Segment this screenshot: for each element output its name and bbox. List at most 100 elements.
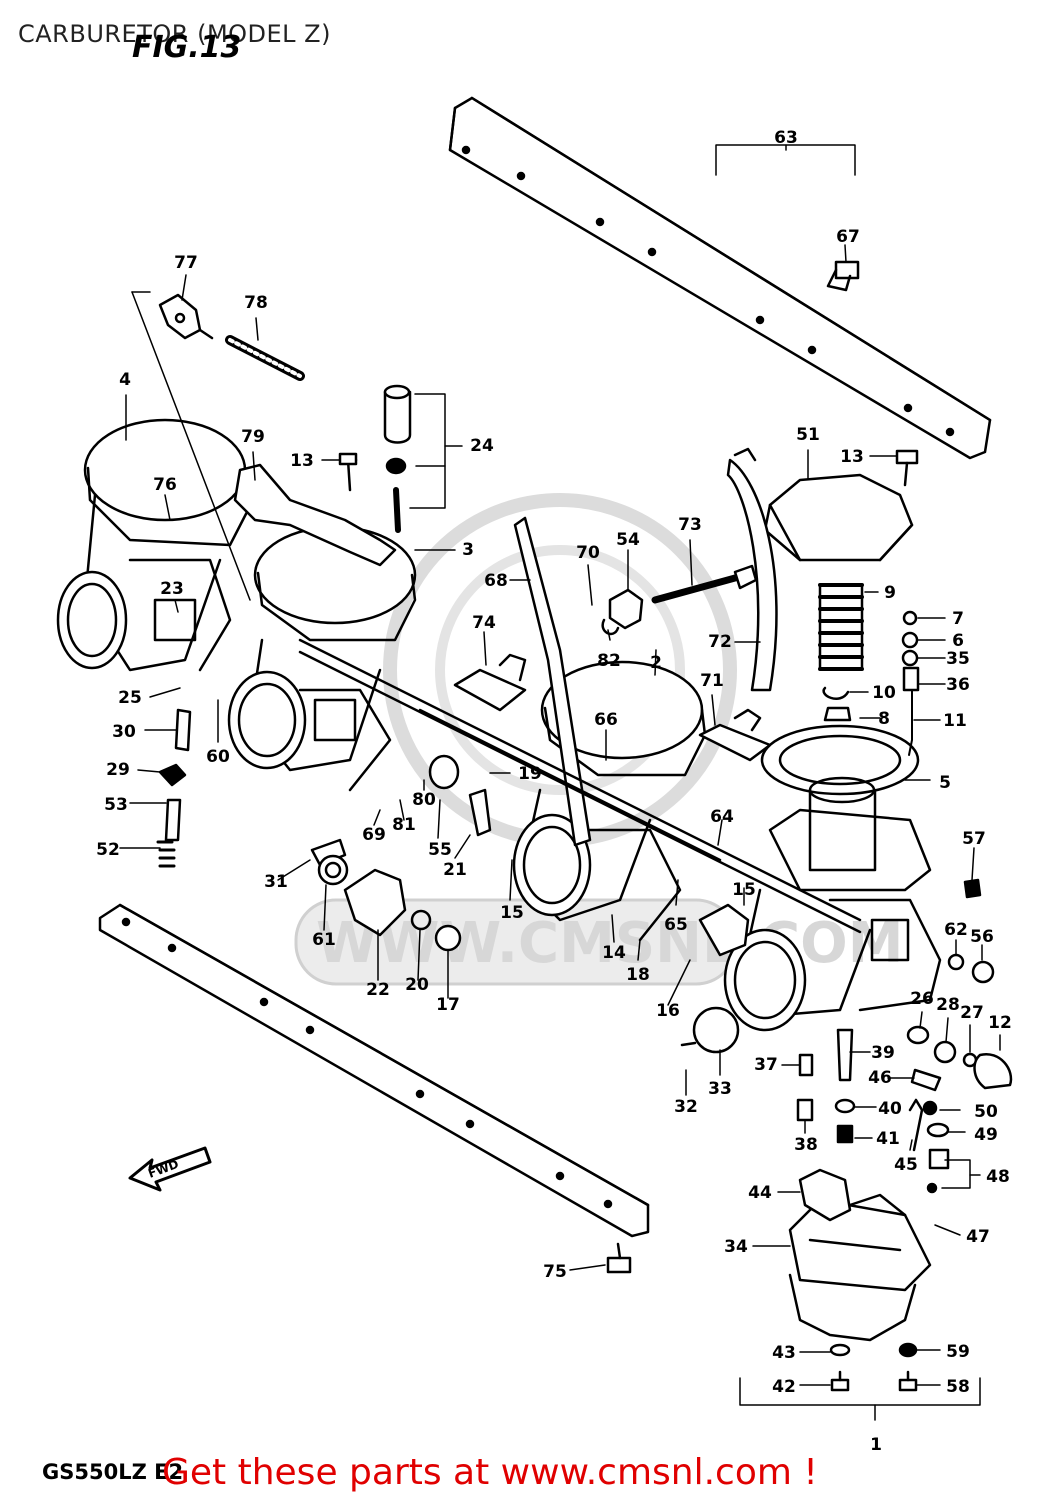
callout-74: 74 (472, 613, 496, 633)
callout-32: 32 (674, 1097, 698, 1117)
callout-50: 50 (974, 1102, 998, 1122)
callout-18: 18 (626, 965, 650, 985)
watermark: WWW.CMSNL.COM (294, 493, 903, 986)
callout-46: 46 (868, 1068, 892, 1088)
callout-43: 43 (772, 1343, 796, 1363)
screw-13a (338, 452, 358, 492)
callout-59: 59 (946, 1342, 970, 1362)
callout-77: 77 (174, 253, 198, 273)
callout-64: 64 (710, 807, 734, 827)
callout-9: 9 (884, 583, 896, 603)
callout-15b: 15 (732, 880, 756, 900)
callout-25: 25 (118, 688, 142, 708)
small-parts-left (156, 708, 192, 868)
callout-73: 73 (678, 515, 702, 535)
carburetor-2 (512, 660, 707, 942)
callout-7: 7 (952, 609, 964, 629)
callout-12: 12 (988, 1013, 1012, 1033)
callout-68: 68 (484, 571, 508, 591)
callout-labels: 6367777842479135113763735470689237746722… (96, 128, 1012, 1455)
callout-31: 31 (264, 872, 288, 892)
spring-78 (225, 335, 305, 381)
callout-62: 62 (944, 920, 968, 940)
callout-14: 14 (602, 943, 626, 963)
callout-26: 26 (910, 989, 934, 1009)
callout-15a: 15 (500, 903, 524, 923)
screw-67 (826, 260, 860, 292)
screw-75 (606, 1242, 632, 1274)
callout-16: 16 (656, 1001, 680, 1021)
callout-71: 71 (700, 671, 724, 691)
callout-35: 35 (946, 649, 970, 669)
callout-30: 30 (112, 722, 136, 742)
callout-28: 28 (936, 995, 960, 1015)
callout-51: 51 (796, 425, 820, 445)
callout-8: 8 (878, 709, 890, 729)
callout-57: 57 (962, 829, 986, 849)
callout-22: 22 (366, 980, 390, 1000)
callout-21: 21 (443, 860, 467, 880)
callout-2: 2 (650, 653, 662, 673)
callout-41: 41 (876, 1129, 900, 1149)
callout-39: 39 (871, 1043, 895, 1063)
group-brackets (131, 144, 981, 1421)
promo-link[interactable]: Get these parts at www.cmsnl.com ! (162, 1452, 818, 1493)
fitting-54 (601, 588, 644, 636)
top-cap-51 (763, 473, 914, 562)
parts-drawing: FWD (56, 96, 1013, 1421)
callout-78: 78 (244, 293, 268, 313)
bracket-77 (158, 293, 214, 340)
callout-1: 1 (870, 1435, 882, 1455)
callout-79: 79 (241, 427, 265, 447)
screw-13b (895, 449, 919, 487)
callout-52: 52 (96, 840, 120, 860)
callout-24: 24 (470, 436, 494, 456)
spring-9 (818, 583, 864, 671)
cap-24 (383, 384, 412, 533)
diaphragm-5 (760, 724, 920, 872)
callout-27: 27 (960, 1003, 984, 1023)
callout-40: 40 (878, 1099, 902, 1119)
figure-label: FIG.13 (132, 30, 242, 65)
callout-53: 53 (104, 795, 128, 815)
callout-70: 70 (576, 543, 600, 563)
drain-screws (829, 1342, 918, 1392)
callout-56: 56 (970, 927, 994, 947)
top-mounting-plate (448, 96, 992, 460)
callout-36: 36 (946, 675, 970, 695)
callout-61: 61 (312, 930, 336, 950)
callout-13a: 13 (290, 451, 314, 471)
leader-lines (119, 244, 1001, 1386)
callout-33: 33 (708, 1079, 732, 1099)
float-bowl-34 (788, 1168, 932, 1342)
callout-17: 17 (436, 995, 460, 1015)
callout-54: 54 (616, 530, 640, 550)
callout-66: 66 (594, 710, 618, 730)
callout-5: 5 (939, 773, 951, 793)
callout-76: 76 (153, 475, 177, 495)
jet-needle-11 (822, 610, 920, 756)
carburetor-4 (56, 418, 250, 672)
callout-11: 11 (943, 711, 967, 731)
callout-45: 45 (894, 1155, 918, 1175)
callout-37: 37 (754, 1055, 778, 1075)
vent-hose-68 (513, 516, 592, 847)
callout-75: 75 (543, 1262, 567, 1282)
callout-3: 3 (462, 540, 474, 560)
callout-4: 4 (119, 370, 131, 390)
callout-55: 55 (428, 840, 452, 860)
watermark-text: WWW.CMSNL.COM (316, 911, 903, 976)
callout-82: 82 (597, 651, 621, 671)
model-code: GS550LZ E2 (42, 1460, 184, 1484)
callout-34: 34 (724, 1237, 748, 1257)
callout-13b: 13 (840, 447, 864, 467)
callout-69: 69 (362, 825, 386, 845)
callout-6: 6 (952, 631, 964, 651)
callout-10: 10 (872, 683, 896, 703)
small-parts-right (680, 878, 1013, 1194)
callout-29: 29 (106, 760, 130, 780)
callout-67: 67 (836, 227, 860, 247)
callout-19: 19 (518, 764, 542, 784)
